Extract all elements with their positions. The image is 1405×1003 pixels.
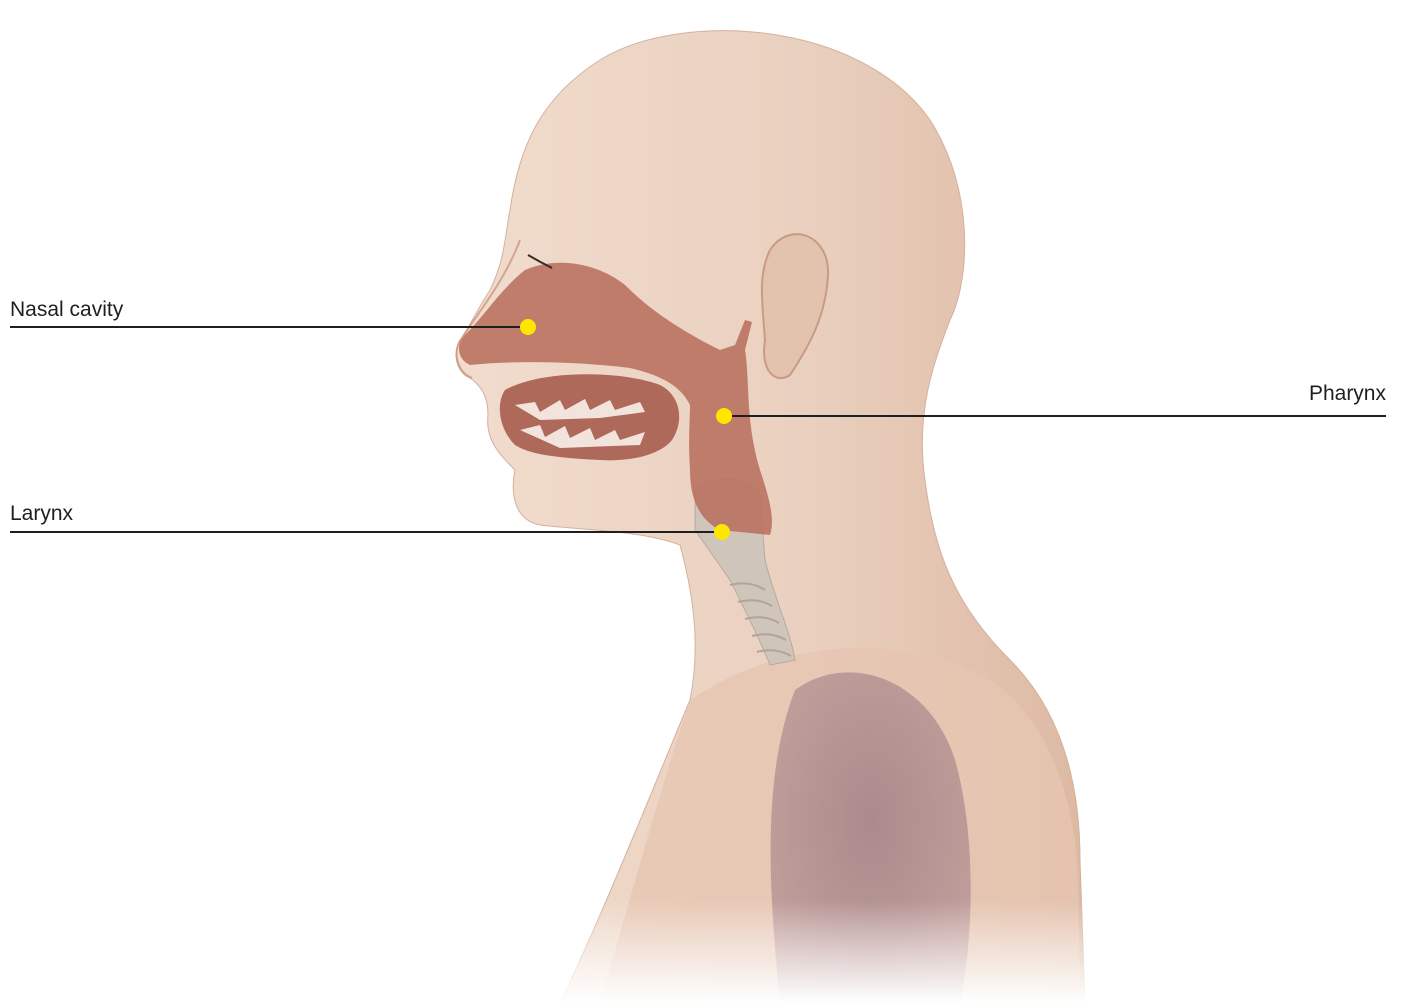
label-pharynx-text: Pharynx	[1309, 382, 1387, 405]
label-larynx-text: Larynx	[10, 502, 74, 525]
label-nasal-cavity-text: Nasal cavity	[10, 298, 124, 321]
marker-larynx[interactable]	[714, 524, 730, 540]
bottom-fade	[500, 900, 1150, 1003]
marker-pharynx[interactable]	[716, 408, 732, 424]
label-nasal-cavity: Nasal cavity	[10, 298, 536, 335]
marker-nasal-cavity[interactable]	[520, 319, 536, 335]
